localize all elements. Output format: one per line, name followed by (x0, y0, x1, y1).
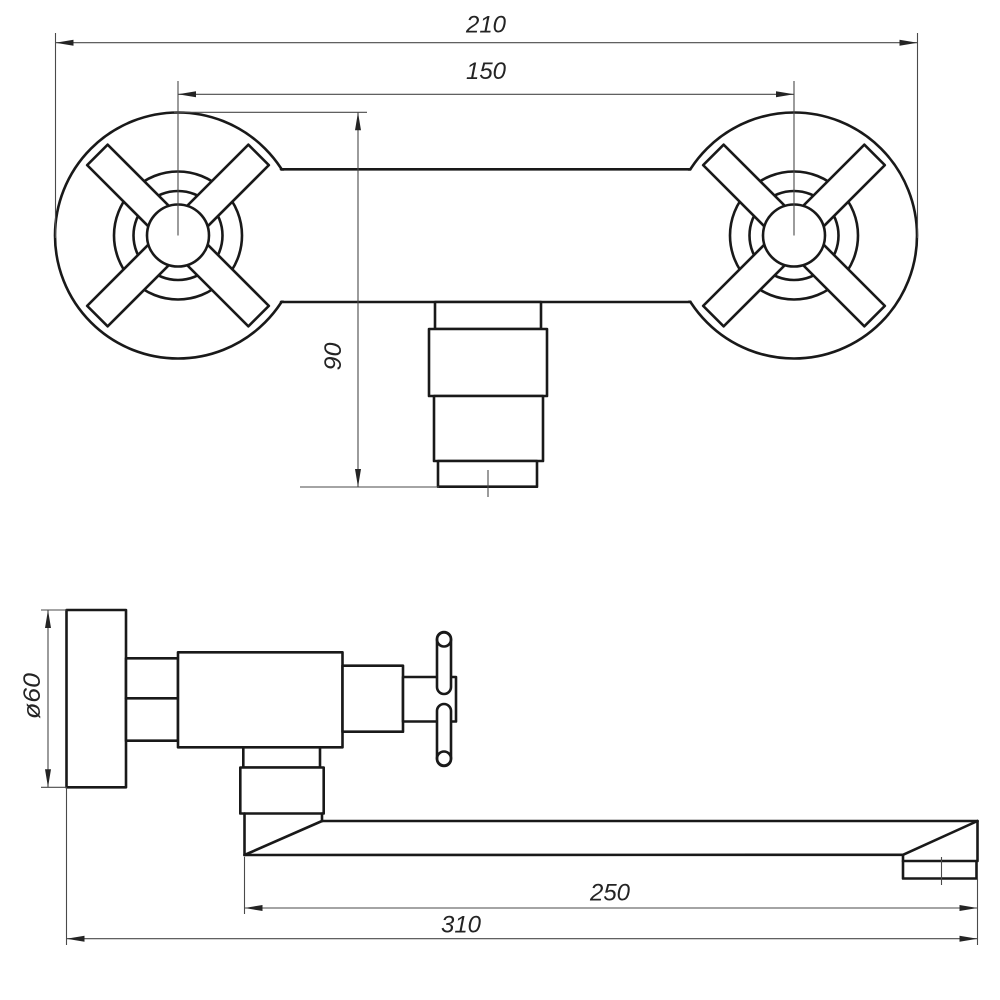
spout-neck (242, 745, 322, 769)
arrowhead-top (355, 112, 361, 131)
spout-left-taper (243, 819, 324, 857)
handle-arm-up (435, 630, 453, 696)
left-handle-cross (85, 143, 271, 328)
handle-base-cap (341, 664, 405, 734)
arrowhead-right (776, 91, 794, 98)
wall-flange (65, 608, 128, 789)
spout-end-taper (901, 819, 979, 857)
arrowhead-left (244, 905, 263, 911)
dim-label-overall-reach: 310 (441, 912, 482, 939)
handle-arm-down (435, 702, 453, 768)
side-view (65, 608, 979, 880)
arrowhead-left (66, 935, 85, 942)
dim-overall-width: 210 (54, 12, 919, 238)
dim-handle-spacing: 150 (178, 58, 794, 98)
spout (243, 812, 979, 880)
dim-label-overall-width: 210 (465, 12, 507, 39)
dim-spout-reach: 250 (243, 857, 979, 945)
dimensions: 210 150 90 ø60 (19, 12, 979, 945)
arrowhead-bottom (45, 769, 51, 788)
arrowhead-top (45, 610, 51, 628)
handle-arm-down-tip (435, 750, 453, 767)
arrowhead-right (959, 905, 978, 911)
front-view (53, 111, 919, 489)
outlet-neck (433, 300, 543, 331)
cross-handle-side (435, 630, 453, 768)
handle-arm-up-tip (435, 631, 453, 648)
spout-nut (239, 766, 326, 815)
aerator (901, 859, 978, 880)
dim-label-outlet-drop: 90 (320, 342, 347, 371)
right-handle-cross (701, 143, 887, 328)
outlet-pipe (432, 394, 545, 463)
dim-label-handle-spacing: 150 (466, 58, 507, 85)
dim-outlet-drop: 90 (174, 111, 439, 488)
arrowhead-left (178, 91, 196, 98)
dim-overall-reach: 310 (65, 787, 978, 945)
arrowhead-bottom (355, 469, 361, 487)
dim-label-flange-diameter: ø60 (19, 672, 46, 719)
arrowhead-left (55, 39, 74, 46)
dim-label-spout-reach: 250 (589, 880, 631, 907)
outlet-nut (427, 327, 549, 398)
arrowhead-right (899, 39, 918, 46)
valve-body (176, 650, 344, 749)
dim-flange-diameter: ø60 (19, 609, 67, 788)
arrowhead-right (959, 935, 978, 942)
body-bar-fill (272, 170, 702, 301)
outlet-connector (427, 300, 549, 489)
